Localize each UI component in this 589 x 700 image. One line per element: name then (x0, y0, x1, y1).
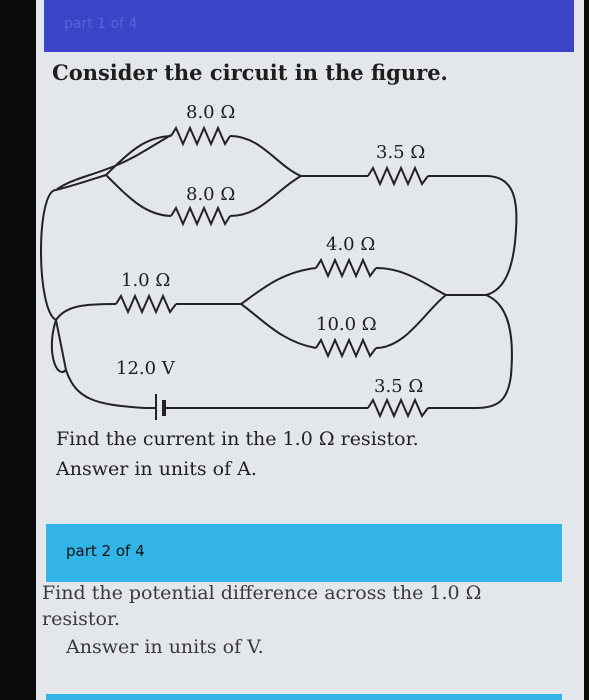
part-2-header: part 2 of 4 (46, 524, 562, 582)
part-1-label: part 1 of 4 (64, 16, 138, 32)
question-title: Consider the circuit in the figure. (52, 60, 448, 85)
resistor-4-label: 4.0 Ω (326, 234, 375, 255)
part-2-question: Find the potential difference across the… (42, 582, 482, 630)
resistor-3-5-top-label: 3.5 Ω (376, 142, 425, 163)
question-text: Find the current in the 1.0 Ω resistor. (56, 428, 419, 450)
circuit-diagram: 8.0 Ω 8.0 Ω 3.5 Ω 4.0 Ω 1.0 Ω 10.0 Ω 12.… (40, 102, 518, 420)
resistor-10-label: 10.0 Ω (316, 314, 377, 335)
resistor-8-lower-label: 8.0 Ω (186, 184, 235, 205)
resistor-1-label: 1.0 Ω (121, 270, 170, 291)
part-3-header-edge (46, 694, 562, 700)
resistor-3-5-bottom-label: 3.5 Ω (374, 376, 423, 397)
part-2-units: Answer in units of V. (66, 636, 264, 658)
part-1-header: part 1 of 4 (44, 0, 574, 52)
question-screen: part 1 of 4 Consider the circuit in the … (36, 0, 584, 700)
part-2-label: part 2 of 4 (66, 542, 145, 560)
resistor-8-upper-label: 8.0 Ω (186, 102, 235, 123)
battery-label: 12.0 V (116, 358, 176, 379)
units-text: Answer in units of A. (56, 458, 257, 480)
